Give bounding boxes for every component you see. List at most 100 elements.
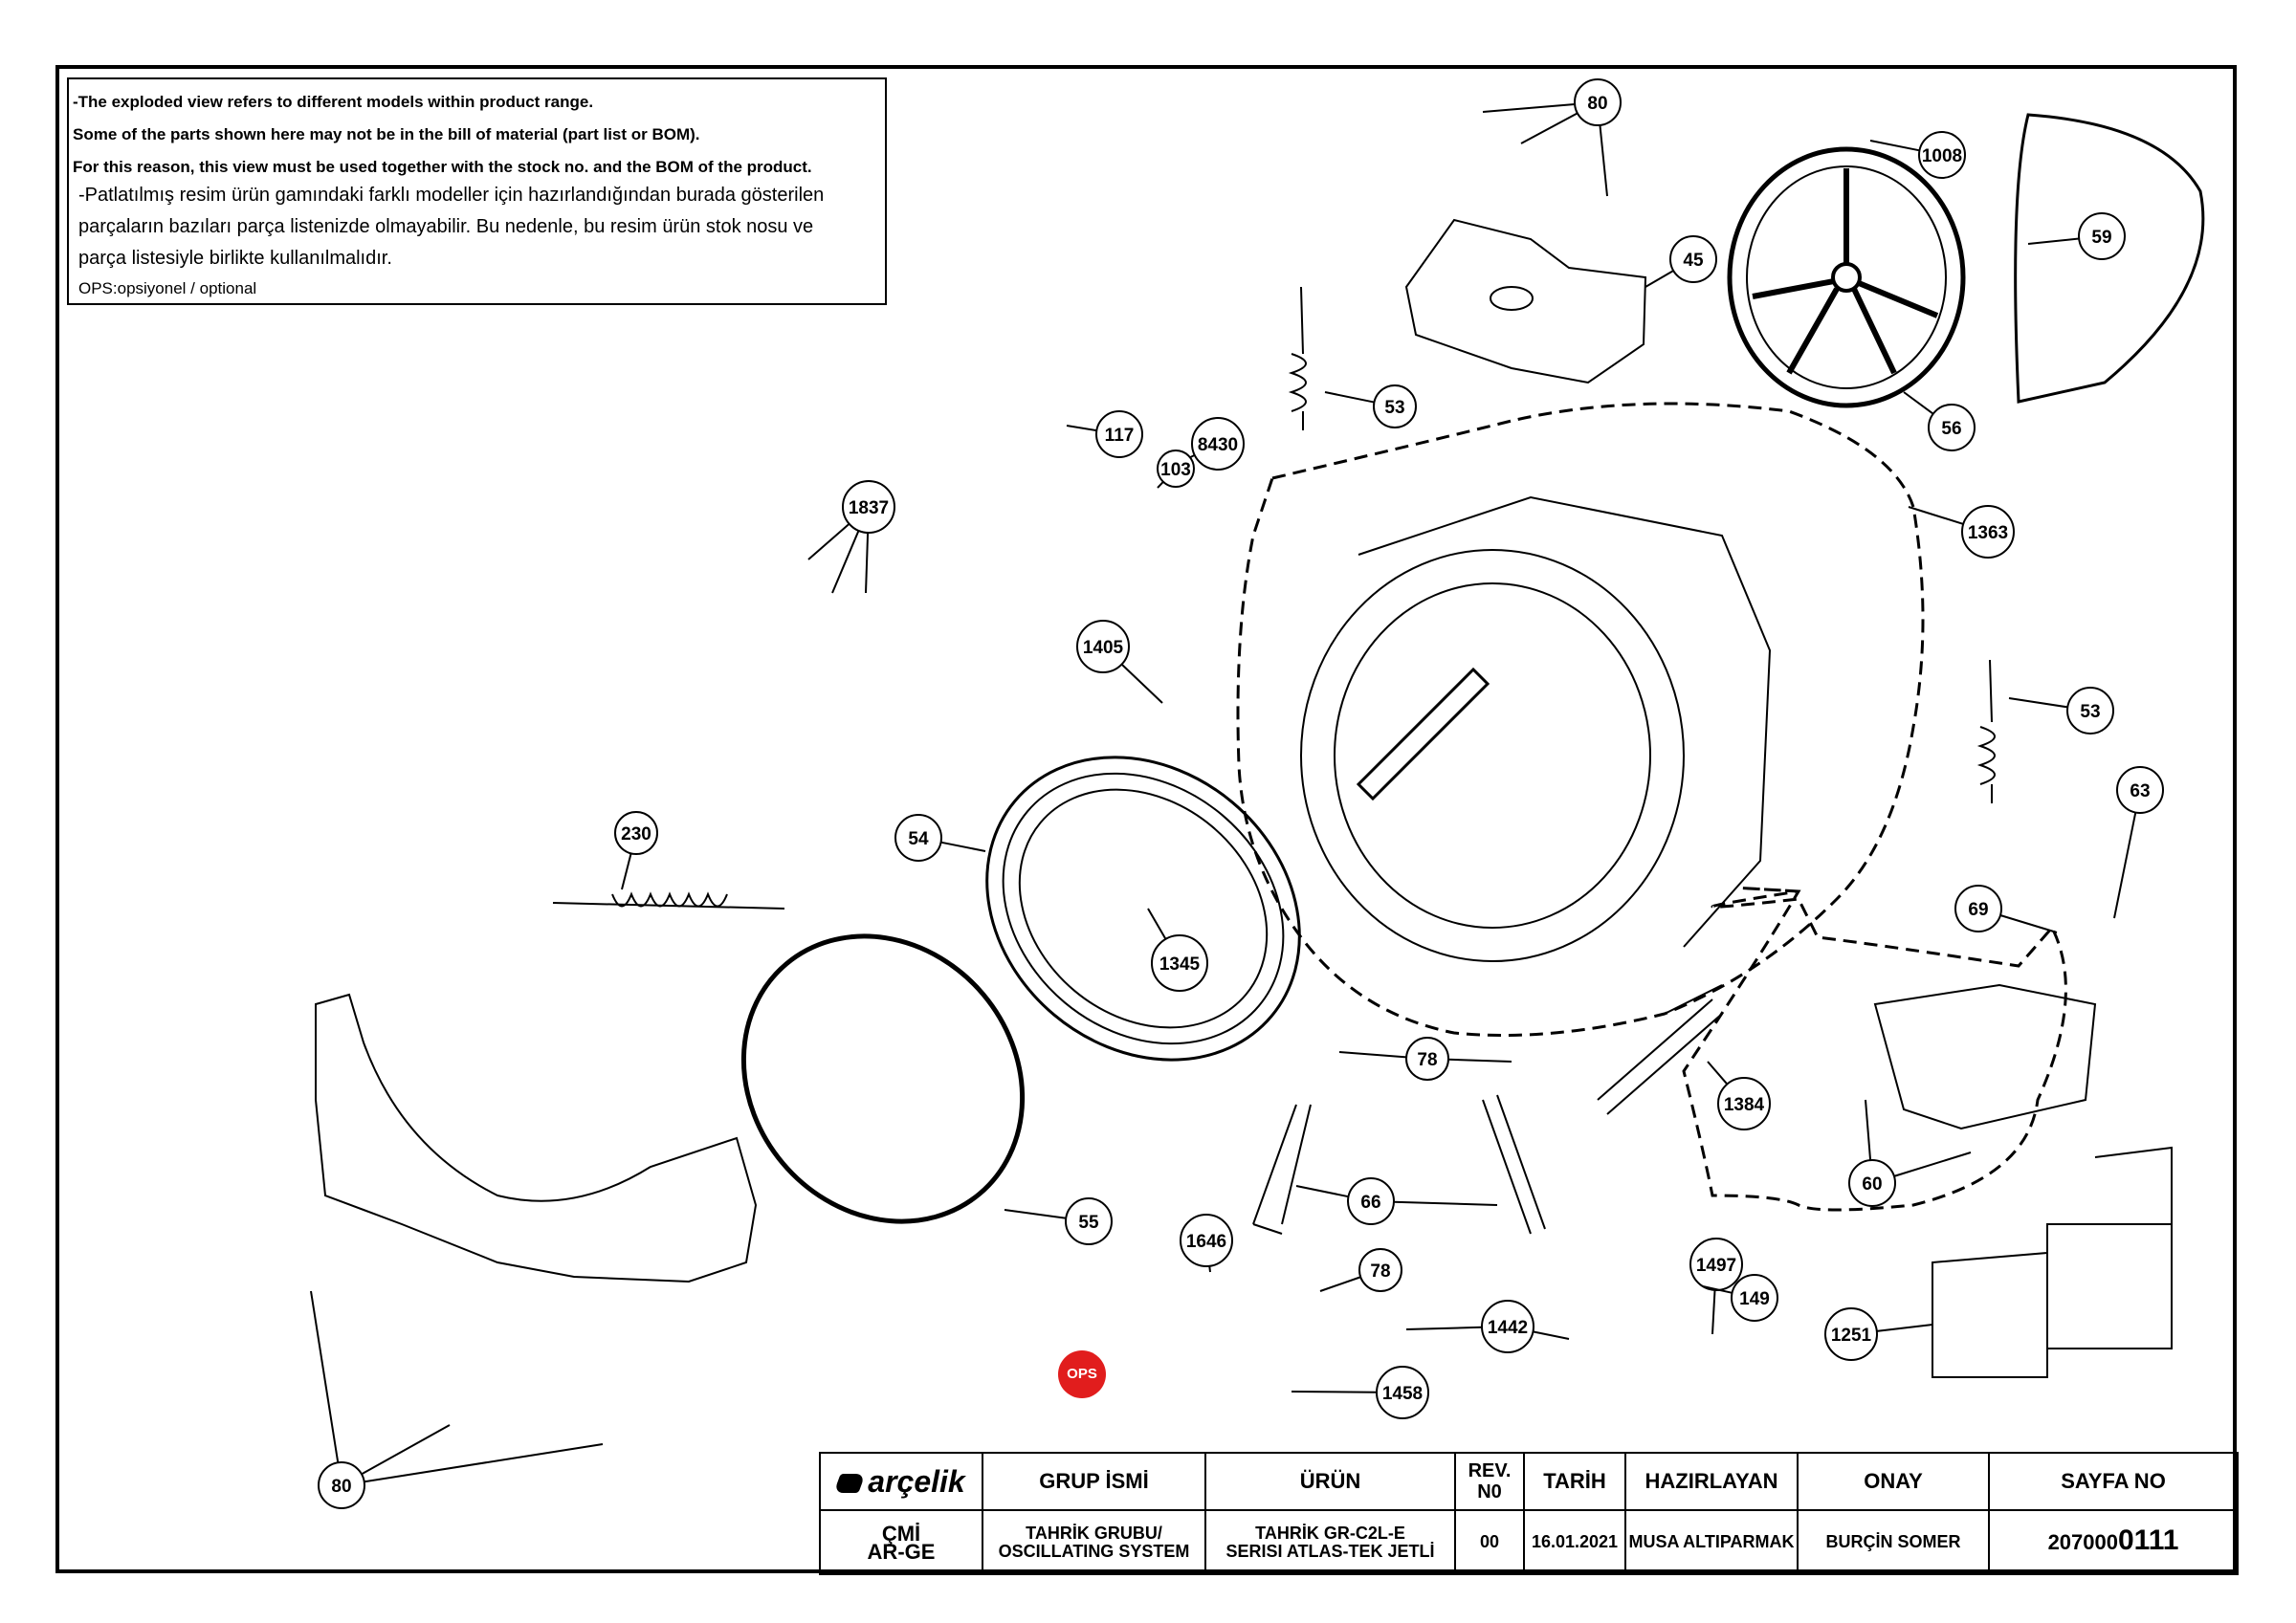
leader-line — [1319, 1276, 1361, 1292]
callout-circle — [614, 811, 658, 855]
callout-label: 53 — [2080, 702, 2100, 722]
leader-line — [364, 1443, 604, 1483]
part-1363-tub-outline — [1236, 402, 1925, 1037]
callout-circle — [1717, 1077, 1771, 1130]
ops-badge: OPS — [1058, 1350, 1106, 1398]
callout-circle — [1095, 410, 1143, 458]
callout-60: 60 — [1848, 1099, 1972, 1207]
leader-line — [1999, 914, 2058, 933]
leader-line — [1147, 908, 1167, 940]
callout-label: 1345 — [1159, 954, 1201, 975]
part-66-absorber-right — [1482, 1094, 1546, 1235]
prepared-value: MUSA ALTIPARMAK — [1624, 1509, 1799, 1575]
leader-line — [1393, 1200, 1498, 1206]
callout-label: 56 — [1941, 419, 1961, 439]
callout-label: 78 — [1370, 1261, 1390, 1282]
part-230-spring — [552, 891, 785, 910]
callout-circle — [1191, 417, 1245, 471]
callout-149: 149 — [1702, 1274, 1778, 1322]
leader-line — [361, 1424, 451, 1476]
part-55-ring — [740, 933, 1026, 1224]
part-149-counterweight — [315, 993, 758, 1283]
leader-line — [1645, 270, 1674, 288]
approved-value: BURÇİN SOMER — [1797, 1509, 1990, 1575]
part-45-cover — [1404, 218, 1647, 384]
leader-line — [1338, 1051, 1407, 1059]
callout-label: 78 — [1417, 1050, 1437, 1070]
callout-circle — [1574, 78, 1622, 126]
callout-label: 149 — [1739, 1289, 1770, 1309]
leader-line — [1876, 1324, 1933, 1332]
leader-line — [1903, 391, 1934, 415]
callout-1384: 1384 — [1707, 1061, 1771, 1130]
callout-53: 53 — [2008, 687, 2114, 735]
callout-66: 66 — [1295, 1177, 1498, 1225]
callout-label: 230 — [621, 824, 651, 844]
part-54-gasket — [985, 756, 1301, 1062]
hdr-date: TARİH — [1523, 1452, 1626, 1511]
callout-label: 80 — [1587, 94, 1607, 114]
rev-value: 00 — [1454, 1509, 1525, 1575]
callout-label: 1008 — [1922, 146, 1962, 166]
date-value: 16.01.2021 — [1523, 1509, 1626, 1575]
callout-circle — [1076, 620, 1130, 673]
callout-label: 1251 — [1831, 1326, 1872, 1346]
callout-circle — [1157, 450, 1195, 488]
title-block: arçelik GRUP İSMİ ÜRÜN REV. N0 TARİH HAZ… — [819, 1452, 2239, 1575]
callout-label: 60 — [1862, 1174, 1882, 1195]
callout-circle — [1376, 1366, 1429, 1419]
callout-59: 59 — [2027, 212, 2126, 260]
callout-circle — [2078, 212, 2126, 260]
note-line-7: OPS:opsiyonel / optional — [78, 279, 257, 297]
callout-1251: 1251 — [1824, 1307, 1933, 1361]
callout-1345: 1345 — [1147, 908, 1208, 992]
callout-55: 55 — [1004, 1197, 1113, 1245]
callout-label: 1384 — [1724, 1095, 1765, 1115]
callout-label: 8430 — [1198, 435, 1238, 455]
leader-line — [1208, 1265, 1211, 1273]
callout-80: 80 — [1482, 78, 1622, 197]
leader-line — [1004, 1209, 1067, 1219]
callout-69: 69 — [1954, 885, 2058, 933]
leader-line — [1157, 481, 1164, 489]
leader-line — [1291, 1391, 1378, 1393]
leader-line — [1405, 1326, 1483, 1330]
callout-circle — [894, 814, 942, 862]
callout-circle — [1151, 934, 1208, 992]
note-line-5: parçaların bazıları parça listenizde olm… — [78, 216, 814, 237]
callout-label: 1458 — [1382, 1384, 1423, 1404]
leader-line — [1869, 140, 1920, 152]
part-53-spring-right — [1976, 659, 1996, 803]
callout-1497: 1497 — [1689, 1238, 1743, 1335]
part-66-absorber-left — [1252, 1104, 1312, 1235]
group-value: TAHRİK GRUBU/OSCILLATING SYSTEM — [982, 1509, 1206, 1575]
leader-line — [940, 841, 986, 852]
callout-103: 103 — [1157, 450, 1195, 489]
callout-circle — [1065, 1197, 1113, 1245]
hdr-prepared: HAZIRLAYAN — [1624, 1452, 1799, 1511]
callout-54: 54 — [894, 814, 986, 862]
leader-line — [1702, 1285, 1733, 1294]
callout-label: 66 — [1360, 1193, 1380, 1213]
part-1363-tub-drum — [1300, 549, 1685, 962]
callout-circle — [1928, 404, 1976, 451]
part-1384-heater — [1597, 984, 1723, 1115]
callout-label: 1497 — [1696, 1256, 1736, 1276]
logo: arçelik — [819, 1452, 983, 1511]
hdr-approval: ONAY — [1797, 1452, 1990, 1511]
leader-line — [1447, 1058, 1512, 1063]
callout-117: 117 — [1066, 410, 1143, 458]
leader-line — [1324, 391, 1375, 404]
part-sketches — [315, 113, 2205, 1378]
leader-line — [1066, 425, 1097, 432]
leader-line — [1295, 1185, 1349, 1198]
callout-circle — [1848, 1159, 1896, 1207]
callout-80: 80 — [310, 1290, 604, 1509]
note-line-1: -The exploded view refers to different m… — [73, 93, 594, 111]
callout-circle — [1918, 131, 1966, 179]
callout-1008: 1008 — [1869, 131, 1966, 179]
callout-1442: 1442 — [1405, 1300, 1570, 1353]
leader-line — [621, 853, 632, 890]
callout-label: 45 — [1683, 251, 1704, 271]
